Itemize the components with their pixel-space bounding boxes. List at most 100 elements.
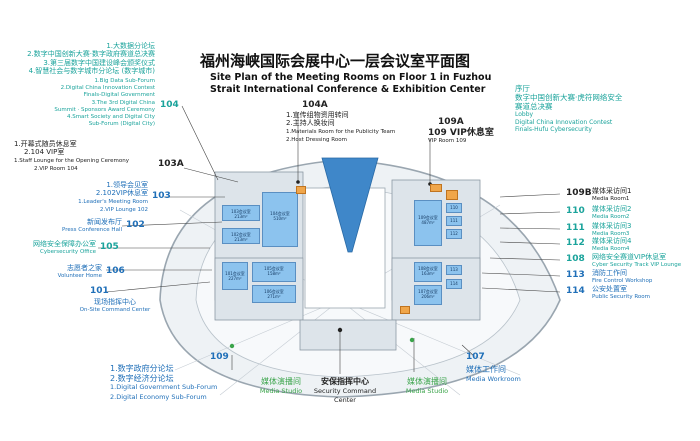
label-104-en-3: Finals-Digital Government bbox=[83, 92, 155, 99]
label-108-num: 108 bbox=[566, 254, 585, 264]
label-lobby-cn-1: 序厅 bbox=[515, 84, 530, 93]
leader-dots bbox=[229, 337, 415, 349]
room-112[interactable]: 112 bbox=[446, 229, 462, 239]
label-109-en-1: 1.Digital Government Sub-Forum bbox=[110, 383, 218, 391]
label-109-cn-1: 1.数字政府分论坛 bbox=[110, 364, 174, 373]
label-104a-cn-2: 2.主持人换妆间 bbox=[286, 119, 335, 128]
label-104a-en-2: 2.Host Dressing Room bbox=[286, 137, 347, 144]
label-lobby-cn-3: 赛道总决赛 bbox=[515, 102, 553, 111]
label-109-cn-2: 2.数字经济分论坛 bbox=[110, 373, 174, 383]
label-101-num: 101 bbox=[90, 286, 109, 296]
room-107-name: 107会议室 bbox=[418, 289, 438, 294]
label-114-cn: 公安处置室 bbox=[592, 285, 627, 293]
label-109b: 媒体采访间1 Media Room1 bbox=[592, 187, 631, 204]
label-107-cn: 媒体工作间 bbox=[466, 365, 506, 374]
label-103-num: 103 bbox=[152, 191, 171, 201]
room-111[interactable]: 111 bbox=[446, 216, 462, 226]
room-114-name: 114 bbox=[450, 281, 458, 286]
label-109-num: 109 bbox=[210, 352, 229, 362]
label-security-center-en-1: Security Command bbox=[313, 386, 377, 395]
room-109b[interactable] bbox=[446, 190, 458, 200]
label-lobby: 序厅 数字中国创新大赛·虎符网络安全 赛道总决赛 Lobby Digital C… bbox=[515, 84, 695, 134]
label-security-center-cn: 安保指挥中心 bbox=[321, 377, 369, 386]
label-111-cn: 媒体采访间3 bbox=[592, 222, 632, 230]
label-104-cn: 1.大数据分论坛 2.数字中国创新大赛·数字政府赛道总决赛 3.第三届数字中国建… bbox=[0, 42, 155, 76]
label-103-cn-2: 2.102VIP休息室 bbox=[95, 189, 148, 198]
south-corridor bbox=[299, 319, 397, 351]
label-103-en-2: 2.VIP Lounge 102 bbox=[99, 207, 148, 214]
room-107-annex[interactable] bbox=[400, 306, 410, 314]
label-104-en-4: 3.The 3rd Digital China bbox=[91, 99, 155, 106]
room-102-area: 213m² bbox=[234, 237, 248, 242]
room-108-name: 108会议室 bbox=[418, 266, 438, 271]
label-109: 1.数字政府分论坛 2.数字经济分论坛 1.Digital Government… bbox=[110, 364, 240, 402]
room-106-area: 271m² bbox=[267, 294, 281, 299]
room-107-area: 206m² bbox=[421, 294, 435, 299]
room-104-area: 510m² bbox=[273, 216, 287, 221]
label-media-studio-right-cn: 媒体演播间 bbox=[407, 377, 447, 386]
label-102-cn: 新闻发布厅 bbox=[87, 218, 122, 226]
label-media-studio-left-cn: 媒体演播间 bbox=[261, 377, 301, 386]
label-103: 1.领导会见室 2.102VIP休息室 1.Leader's Meeting R… bbox=[30, 181, 148, 215]
label-106-cn: 志愿者之家 bbox=[67, 264, 102, 272]
label-102: 新闻发布厅 Press Conference Hall bbox=[30, 218, 122, 235]
label-103a-cn-1: 1.开幕式随员休息室 bbox=[14, 140, 77, 148]
label-104-en-1: 1.Big Data Sub-Forum bbox=[94, 78, 155, 84]
title-en-line-1: Site Plan of the Meeting Rooms on Floor … bbox=[210, 72, 492, 83]
label-108-cn: 网络安全赛道VIP休息室 bbox=[592, 253, 667, 261]
room-110[interactable]: 110 bbox=[446, 203, 462, 213]
label-104a-en-1: 1.Materials Room for the Publicity Team bbox=[286, 128, 396, 135]
label-113-num: 113 bbox=[566, 270, 585, 280]
room-114[interactable]: 114 bbox=[446, 279, 462, 289]
label-104a: 1.宣传组物资用转间 2.主持人换妆间 1.Materials Room for… bbox=[286, 111, 426, 145]
label-111: 媒体采访间3 Media Room3 bbox=[592, 222, 631, 239]
label-107-en: Media Workroom bbox=[466, 374, 521, 383]
room-113[interactable]: 113 bbox=[446, 265, 462, 275]
label-109b-en: Media Room1 bbox=[592, 196, 630, 203]
label-103a: 1.开幕式随员休息室 2.104 VIP室 1.Staff Lounge for… bbox=[14, 140, 154, 174]
label-108-en: Cyber Security Track VIP Lounge bbox=[592, 262, 682, 269]
label-104-cn-3: 3.第三届数字中国建设峰会颁奖仪式 bbox=[43, 58, 155, 67]
label-105: 网络安全保障办公室 Cybersecurity Office bbox=[0, 240, 96, 257]
label-104-cn-2: 2.数字中国创新大赛·数字政府赛道总决赛 bbox=[27, 50, 155, 59]
label-107: 媒体工作间 Media Workroom bbox=[466, 365, 521, 384]
label-113: 消防工作间 Fire Control Workshop bbox=[592, 269, 652, 286]
label-security-center: 安保指挥中心 Security Command Center bbox=[305, 377, 385, 406]
room-106-name: 106会议室 bbox=[264, 289, 284, 294]
label-104-en-5: Summit · Sponsors Award Ceremony bbox=[54, 106, 155, 113]
label-107-num: 107 bbox=[466, 352, 485, 362]
label-106: 志愿者之家 Volunteer Home bbox=[20, 264, 102, 281]
label-104-en-7: Sub-Forum (Digital City) bbox=[88, 121, 155, 128]
label-109a-cn: 109 VIP休息室 bbox=[428, 128, 494, 138]
label-105-num: 105 bbox=[100, 242, 119, 252]
room-105-area: 158m² bbox=[267, 271, 281, 276]
label-112-num: 112 bbox=[566, 238, 585, 248]
label-109b-cn: 媒体采访间1 bbox=[592, 187, 632, 195]
label-security-center-en-2: Center bbox=[334, 396, 356, 404]
label-103-cn-1: 1.领导会见室 bbox=[106, 181, 148, 189]
room-104a[interactable] bbox=[296, 186, 306, 194]
label-110-en: Media Room2 bbox=[592, 214, 630, 221]
label-lobby-en-3: Finals-Hufu Cybersecurity bbox=[515, 126, 592, 133]
label-media-studio-left: 媒体演播间 Media Studio bbox=[246, 377, 316, 396]
label-lobby-en-1: Lobby bbox=[515, 111, 534, 118]
label-104-num: 104 bbox=[160, 100, 179, 110]
label-110-num: 110 bbox=[566, 206, 585, 216]
label-media-studio-right-en: Media Studio bbox=[405, 386, 449, 395]
label-111-en: Media Room3 bbox=[592, 231, 630, 238]
label-109-en-2: 2.Digital Economy Sub-Forum bbox=[110, 392, 207, 401]
label-104-cn-1: 1.大数据分论坛 bbox=[106, 42, 155, 50]
room-112-name: 112 bbox=[450, 231, 458, 236]
room-109a[interactable] bbox=[430, 184, 442, 192]
room-109-name: 109会议室 bbox=[418, 215, 438, 220]
room-111-name: 111 bbox=[450, 218, 458, 223]
